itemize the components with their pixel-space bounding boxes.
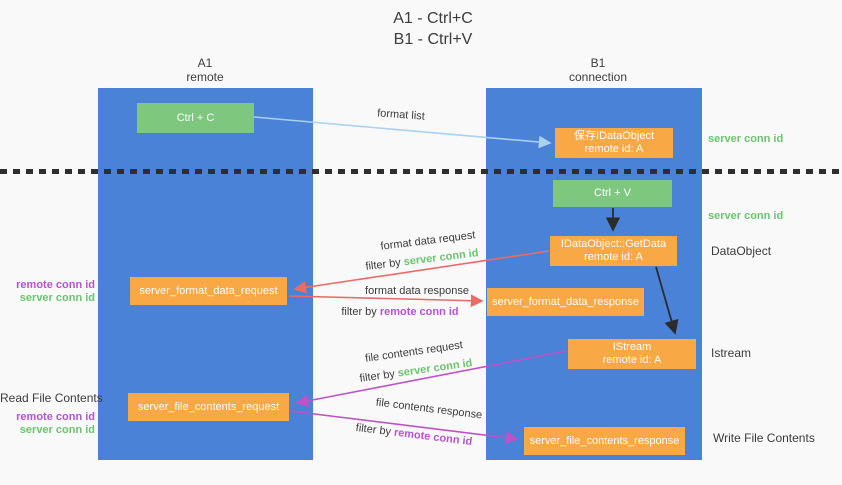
ctrl-c-label: Ctrl + C [176, 111, 215, 124]
server-file-contents-request-box: server_file_contents_request [128, 393, 289, 421]
lifeline-b1-name: B1 [590, 56, 606, 70]
lifeline-a1-name: A1 [197, 56, 213, 70]
getdata-line1: IDataObject::GetData [560, 238, 667, 250]
server-format-data-request-box: server_format_data_request [130, 277, 287, 305]
server-conn-id-annotation-2: server conn id [19, 424, 95, 436]
title-line-1: A1 - Ctrl+C [393, 10, 473, 27]
ctrl-c-box: Ctrl + C [137, 103, 254, 133]
format-response-label: server_format_data_response [492, 295, 639, 308]
server-conn-id-annotation-1: server conn id [19, 292, 95, 304]
server-conn-id-annotation-mid: server conn id [708, 210, 784, 222]
filter-by-prefix: filter by [355, 421, 392, 439]
write-file-contents-annotation: Write File Contents [713, 431, 815, 445]
istream-box: IStream remote id: A [568, 339, 696, 369]
format-data-response-label: format data response [365, 285, 469, 297]
dataobject-annotation: DataObject [711, 244, 772, 258]
remote-conn-id-annotation-1: remote conn id [16, 279, 95, 291]
remote-conn-id-annotation-2: remote conn id [16, 411, 95, 423]
format-list-label: format list [376, 107, 426, 123]
diagram-title: A1 - Ctrl+C B1 - Ctrl+V [0, 8, 842, 50]
idataobject-getdata-box: IDataObject::GetData remote id: A [550, 236, 677, 266]
lifeline-header-a1: A1 remote [135, 56, 275, 84]
server-conn-id-value: server conn id [403, 247, 480, 269]
filter-by-prefix: filter by [364, 256, 402, 273]
lifeline-b1-role: connection [568, 70, 628, 84]
phase-separator-dotted-line [0, 169, 842, 174]
server-conn-id-annotation-top: server conn id [708, 133, 784, 145]
filter-by-prefix: filter by [358, 368, 396, 385]
filter-by-prefix: filter by [341, 306, 377, 318]
server-file-contents-response-box: server_file_contents_response [524, 427, 685, 455]
save-idataobject-box: 保存IDataObject remote id: A [555, 128, 673, 158]
ctrl-v-box: Ctrl + V [553, 180, 672, 207]
title-line-2: B1 - Ctrl+V [393, 31, 473, 48]
save-idataobject-line2: remote id: A [584, 143, 644, 155]
getdata-line2: remote id: A [584, 251, 643, 263]
server-conn-id-value: server conn id [396, 357, 474, 380]
remote-conn-id-value: remote conn id [379, 306, 459, 318]
format-request-label: server_format_data_request [139, 284, 278, 297]
server-format-data-response-box: server_format_data_response [487, 288, 644, 316]
istream-line1: IStream [612, 341, 652, 353]
read-file-contents-annotation: Read File Contents [0, 391, 103, 405]
lifeline-a1-role: remote [186, 70, 224, 84]
istream-annotation: Istream [711, 346, 752, 360]
istream-line2: remote id: A [602, 354, 662, 366]
ctrl-v-label: Ctrl + V [594, 187, 631, 199]
file-response-label: server_file_contents_response [529, 434, 680, 447]
lifeline-header-b1: B1 connection [528, 56, 668, 84]
file-request-label: server_file_contents_request [137, 400, 280, 413]
remote-conn-id-value: remote conn id [393, 426, 473, 449]
save-idataobject-line1: 保存IDataObject [573, 130, 655, 142]
